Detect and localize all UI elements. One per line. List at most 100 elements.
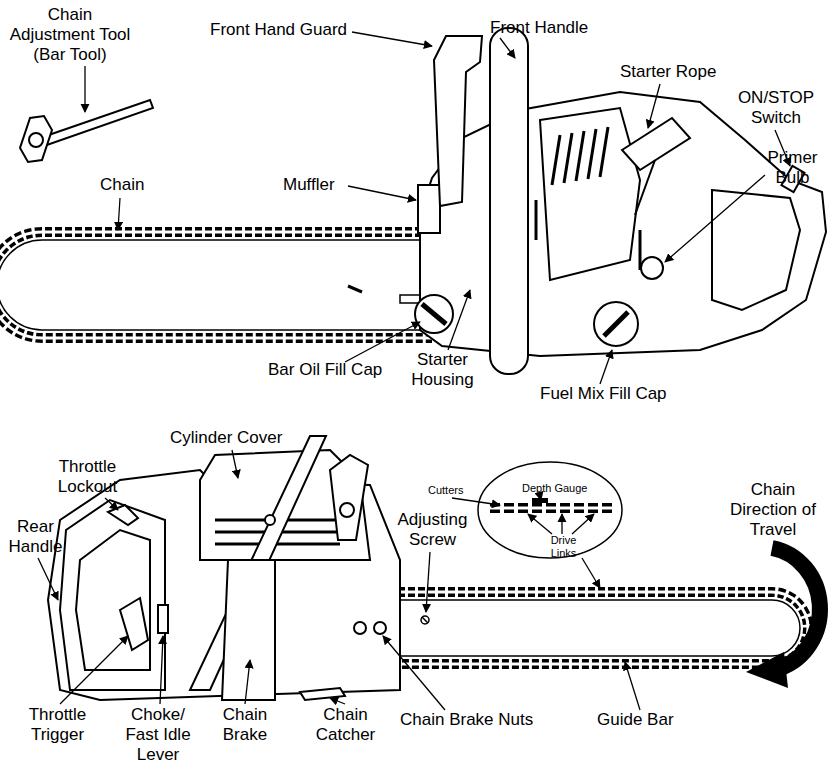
leader-line [383, 636, 445, 710]
leader-line [540, 496, 541, 500]
tool-socket [29, 133, 43, 147]
muffler [418, 185, 440, 233]
part-label: Throttle Lockout [45, 457, 130, 497]
leader-line [232, 450, 238, 478]
direction-arc [772, 548, 820, 668]
inset-outline [478, 462, 622, 558]
hand-guard-pivot [340, 503, 354, 517]
chain-center [0, 232, 432, 338]
bar-slot [348, 286, 362, 292]
part-label: Bar Oil Fill Cap [268, 360, 408, 380]
fin [588, 129, 596, 179]
choke-lever [158, 605, 168, 633]
top-engine-body [415, 28, 826, 374]
depth-gauge-mark [532, 498, 548, 503]
part-label: Chain Adjustment Tool (Bar Tool) [8, 5, 132, 65]
part-label: Throttle Trigger [15, 705, 100, 745]
part-label: Rear Handle [3, 517, 68, 557]
fin [600, 127, 608, 177]
front-hand-guard [330, 455, 368, 540]
part-label: Starter Rope [620, 62, 740, 82]
leader-line [84, 66, 85, 112]
handle-bolt [265, 515, 275, 525]
leader-line [665, 175, 765, 262]
leader-line [38, 558, 58, 600]
part-label: Chain Catcher [308, 705, 383, 745]
direction-head [746, 652, 788, 688]
leader-line [348, 186, 416, 200]
part-label: Cutters [428, 484, 478, 497]
leader-line [452, 498, 500, 505]
leader-line [245, 660, 250, 704]
part-label: Primer Bulb [760, 148, 825, 188]
fin [576, 131, 584, 181]
chain-center [398, 592, 808, 664]
leader-line [345, 322, 420, 362]
leader-line [582, 558, 600, 588]
throttle-trigger [120, 598, 148, 650]
leader-line [60, 636, 128, 704]
part-label: Muffler [283, 175, 373, 195]
chain-brake-nut [374, 622, 386, 634]
fuel-mix-fill-cap [594, 302, 638, 346]
leader-line [118, 198, 120, 230]
part-label: Chain Brake [215, 705, 275, 745]
chain-direction-arrow [746, 548, 820, 688]
fin [552, 135, 560, 185]
rear-handle-opening [712, 190, 800, 310]
part-label: Front Handle [490, 18, 610, 38]
leader-line [500, 38, 515, 58]
leader-line [625, 662, 640, 710]
part-label: Chain [100, 175, 180, 195]
leader-line [648, 84, 660, 128]
part-label: Front Hand Guard [210, 20, 380, 40]
bar-tool [20, 100, 153, 162]
part-label: Cylinder Cover [170, 428, 310, 448]
chain-segment [490, 503, 612, 513]
chain-brake-nut [354, 622, 366, 634]
guide-bar [0, 240, 432, 330]
chain-detail-inset [478, 462, 622, 558]
primer-bulb [641, 257, 663, 279]
leader-lines [38, 32, 790, 710]
part-label: Adjusting Screw [390, 510, 475, 550]
part-label: Chain Brake Nuts [400, 710, 580, 730]
leader-line [600, 350, 612, 384]
leader-line [160, 636, 163, 704]
leader-line [330, 698, 345, 704]
part-label: Chain Direction of Travel [728, 480, 818, 540]
rear-handle [60, 500, 165, 690]
leader-line [426, 552, 430, 612]
fin [535, 200, 538, 240]
part-label: Starter Housing [400, 350, 485, 390]
top-guide-bar [0, 232, 432, 338]
part-label: Depth Gauge [522, 482, 602, 495]
chain [0, 232, 432, 338]
part-label: Fuel Mix Fill Cap [540, 384, 700, 404]
chain-brake [222, 560, 275, 700]
starter-housing [540, 108, 640, 280]
adjusting-screw [421, 616, 429, 624]
tool-shaft [40, 100, 153, 146]
leader-line [105, 498, 118, 510]
tool-head [20, 116, 52, 162]
part-label: Guide Bar [597, 710, 697, 730]
chain [398, 592, 808, 664]
leader-line [448, 290, 470, 350]
leader-line [528, 514, 552, 534]
starter-rope-handle [622, 118, 690, 170]
part-label: Drive Links [541, 534, 586, 560]
chain-segment-center [490, 507, 612, 510]
guide-bar [398, 600, 800, 656]
fin [564, 133, 572, 183]
front-hand-guard [434, 36, 482, 206]
leader-line [561, 514, 562, 534]
bar-oil-fill-cap [415, 295, 453, 333]
front-handle [490, 28, 528, 374]
screw-slot [422, 617, 428, 623]
cap-slot [422, 304, 446, 324]
rear-handle-opening [76, 530, 150, 670]
throttle-lockout [108, 505, 138, 525]
chain-catcher [300, 688, 345, 700]
